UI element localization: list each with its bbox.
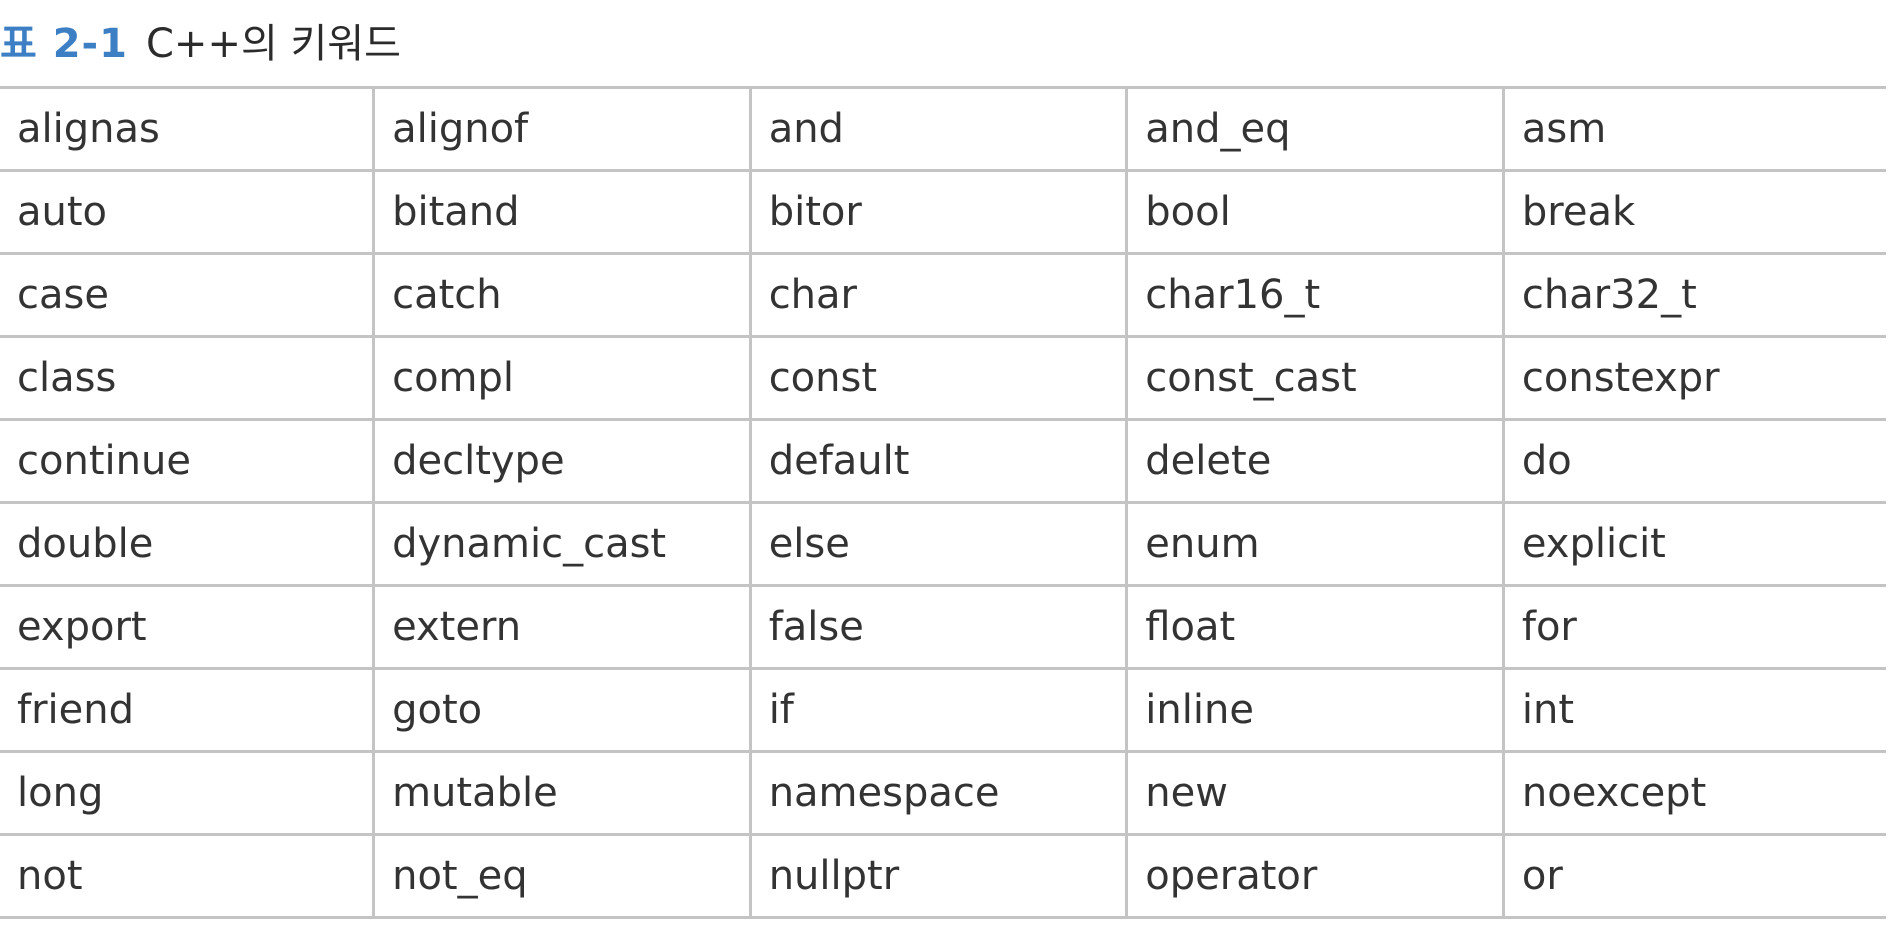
table-cell: compl — [373, 336, 752, 421]
table-cell: bitand — [373, 170, 752, 255]
table-cell: case — [0, 253, 376, 338]
table-cell: alignof — [373, 87, 752, 172]
table-cell: goto — [373, 668, 752, 753]
table-cell: char16_t — [1126, 253, 1505, 338]
table-cell: dynamic_cast — [373, 502, 752, 587]
table-row: friend goto if inline int — [0, 668, 1886, 753]
table-cell: not — [0, 834, 376, 919]
table-row: continue decltype default delete do — [0, 419, 1886, 504]
table-cell: class — [0, 336, 376, 421]
table-cell: bool — [1126, 170, 1505, 255]
table-cell: if — [750, 668, 1129, 753]
table-cell: export — [0, 585, 376, 670]
table-cell: bitor — [750, 170, 1129, 255]
table-cell: double — [0, 502, 376, 587]
table-row: case catch char char16_t char32_t — [0, 253, 1886, 338]
table-cell: enum — [1126, 502, 1505, 587]
table-cell: noexcept — [1503, 751, 1886, 836]
table-cell: nullptr — [750, 834, 1129, 919]
table-cell: catch — [373, 253, 752, 338]
table-row: alignas alignof and and_eq asm — [0, 87, 1886, 172]
table-cell: friend — [0, 668, 376, 753]
table-cell: mutable — [373, 751, 752, 836]
table-row: export extern false float for — [0, 585, 1886, 670]
table-cell: new — [1126, 751, 1505, 836]
table-cell: explicit — [1503, 502, 1886, 587]
keywords-table: alignas alignof and and_eq asm auto bita… — [0, 86, 1886, 919]
table-cell: operator — [1126, 834, 1505, 919]
table-cell: default — [750, 419, 1129, 504]
table-cell: break — [1503, 170, 1886, 255]
table-cell: for — [1503, 585, 1886, 670]
table-cell: alignas — [0, 87, 376, 172]
table-caption: 표 2-1 C++의 키워드 — [0, 14, 401, 67]
table-cell: delete — [1126, 419, 1505, 504]
table-title: C++의 키워드 — [146, 21, 401, 67]
table-cell: continue — [0, 419, 376, 504]
table-cell: long — [0, 751, 376, 836]
table-cell: false — [750, 585, 1129, 670]
table-cell: do — [1503, 419, 1886, 504]
table-cell: namespace — [750, 751, 1129, 836]
table-cell: int — [1503, 668, 1886, 753]
table-cell: constexpr — [1503, 336, 1886, 421]
table-cell: asm — [1503, 87, 1886, 172]
table-cell: and_eq — [1126, 87, 1505, 172]
table-row: auto bitand bitor bool break — [0, 170, 1886, 255]
table-row: not not_eq nullptr operator or — [0, 834, 1886, 919]
table-cell: float — [1126, 585, 1505, 670]
table-cell: and — [750, 87, 1129, 172]
table-cell: const — [750, 336, 1129, 421]
table-cell: or — [1503, 834, 1886, 919]
table-cell: decltype — [373, 419, 752, 504]
table-number: 표 2-1 — [0, 21, 128, 67]
table-cell: extern — [373, 585, 752, 670]
table-cell: auto — [0, 170, 376, 255]
table-cell: char — [750, 253, 1129, 338]
table-row: double dynamic_cast else enum explicit — [0, 502, 1886, 587]
table-cell: const_cast — [1126, 336, 1505, 421]
table-cell: inline — [1126, 668, 1505, 753]
table-cell: else — [750, 502, 1129, 587]
table-cell: char32_t — [1503, 253, 1886, 338]
table-row: class compl const const_cast constexpr — [0, 336, 1886, 421]
table-row: long mutable namespace new noexcept — [0, 751, 1886, 836]
table-cell: not_eq — [373, 834, 752, 919]
